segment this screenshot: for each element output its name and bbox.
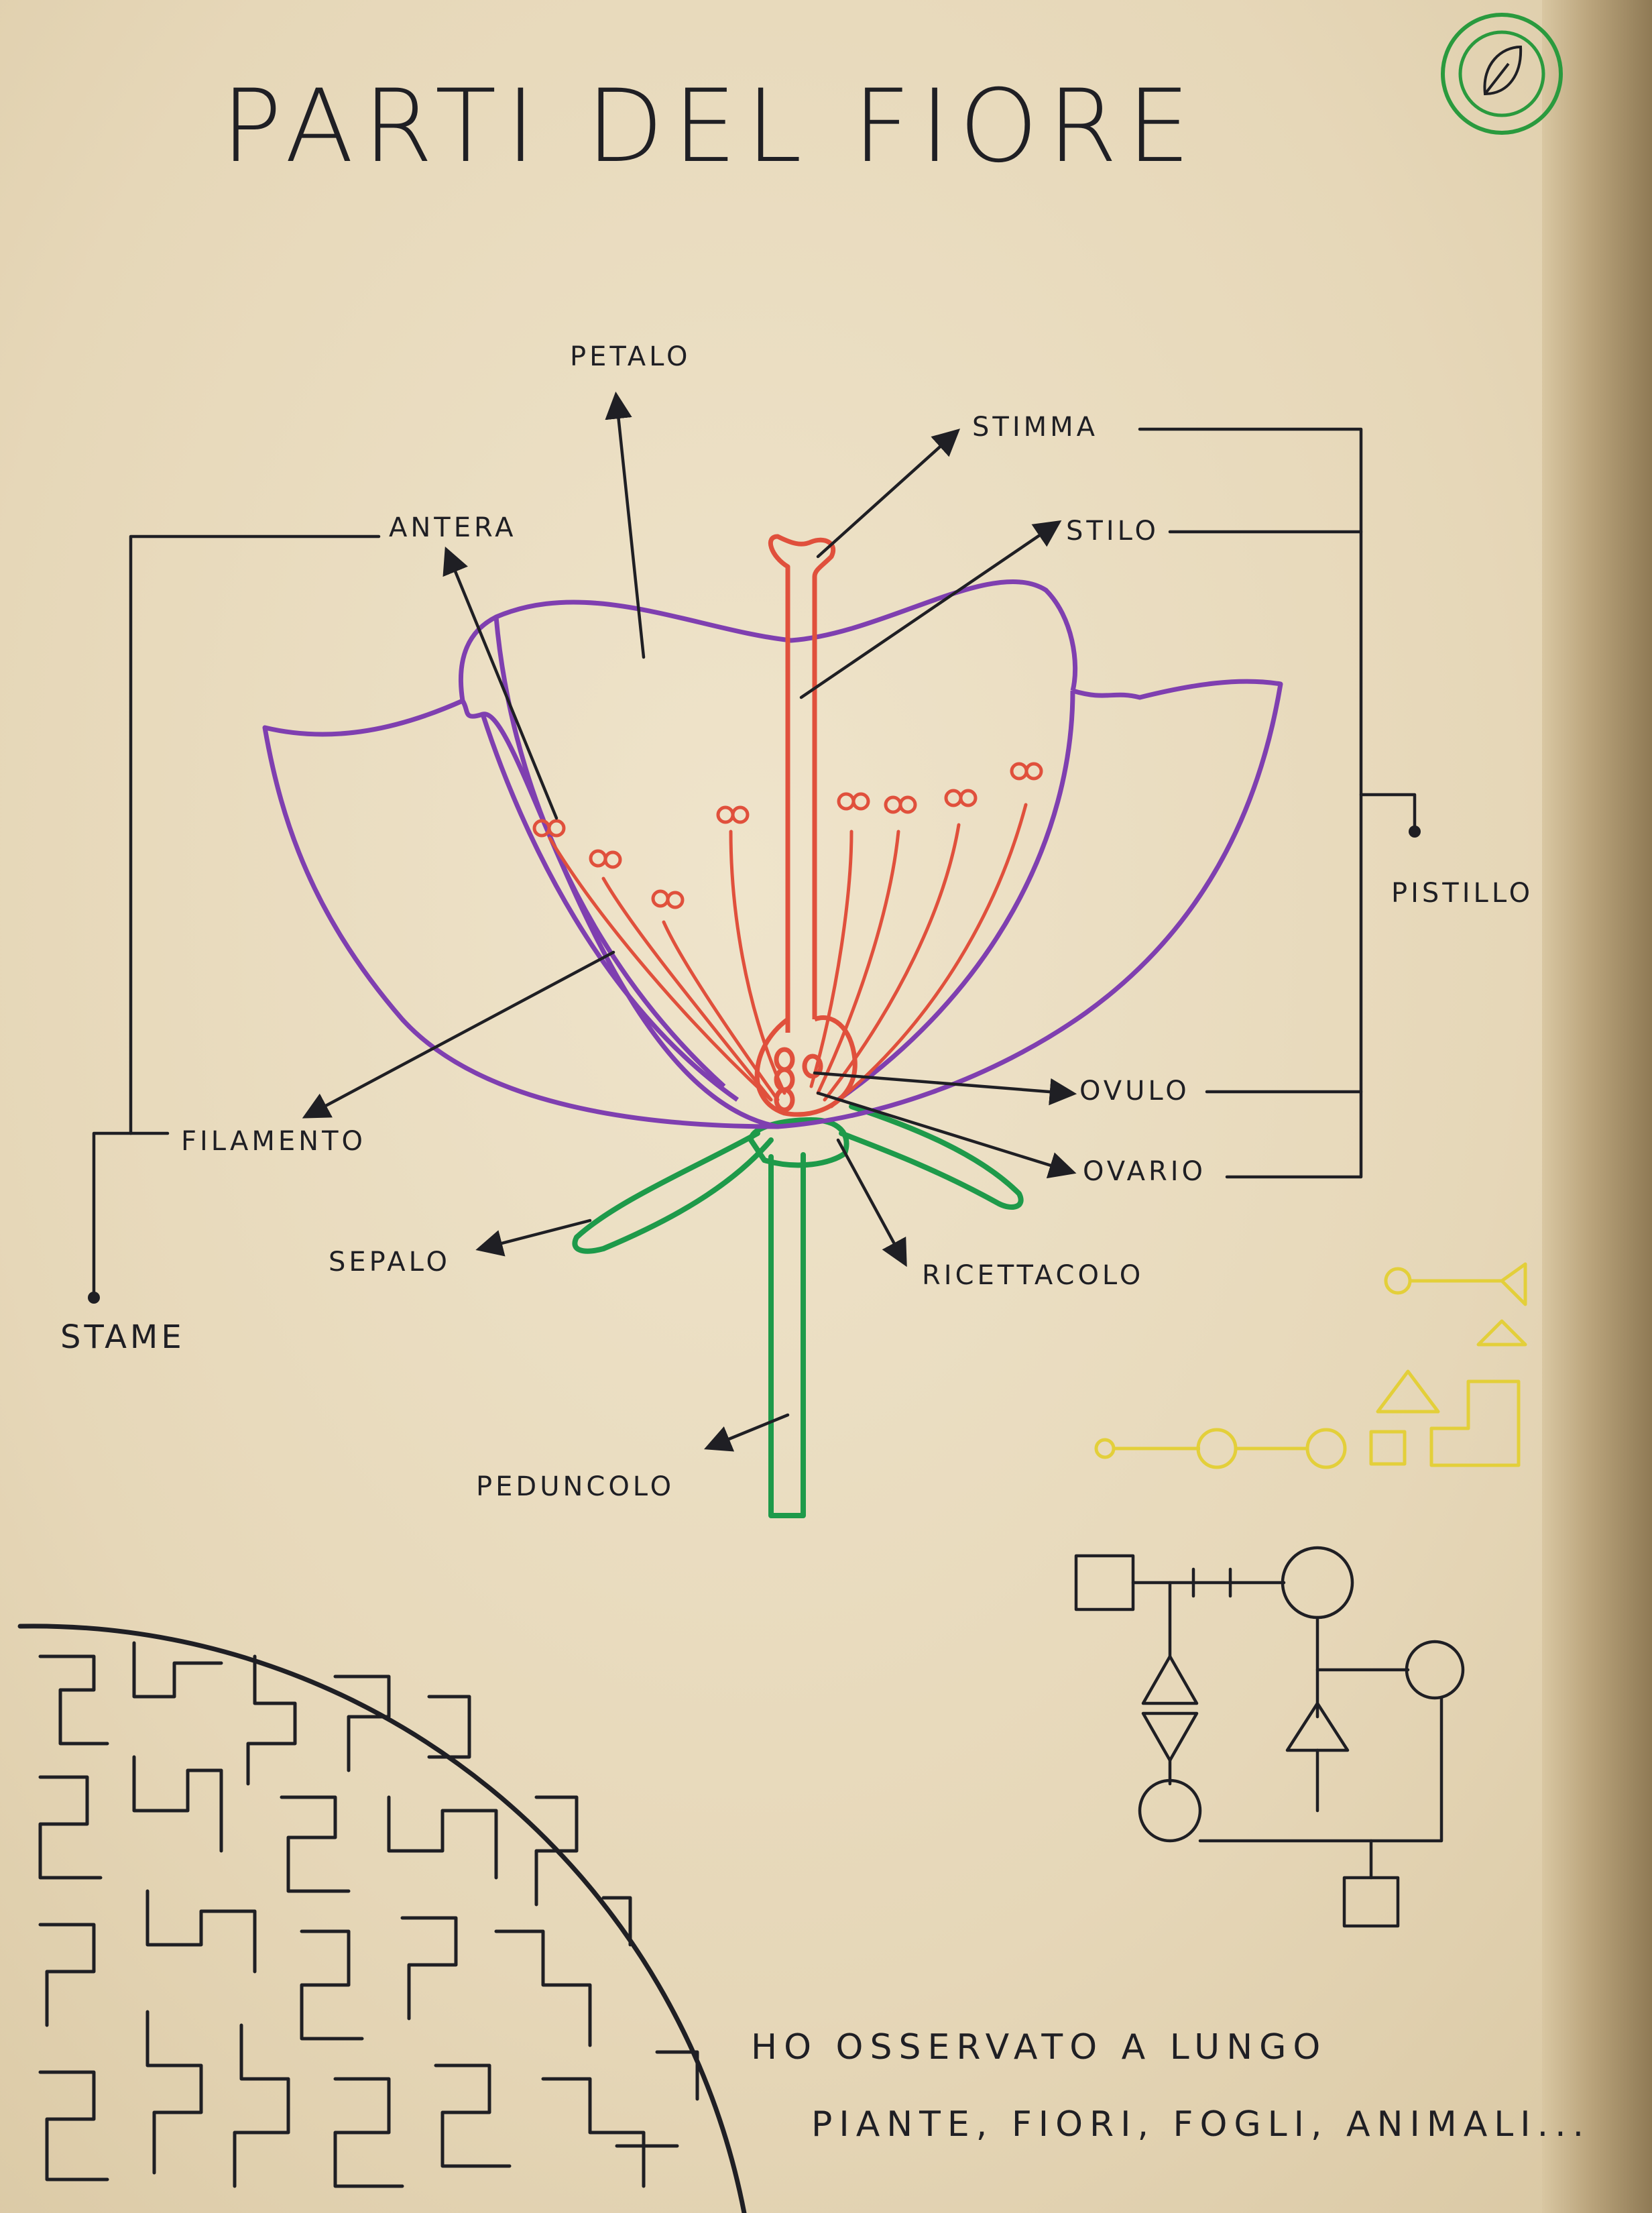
label-ovulo-group: OVULO <box>813 1071 1190 1106</box>
maze-doodle <box>17 1624 747 2213</box>
label-ovulo: OVULO <box>1079 1076 1190 1106</box>
note-line-2: PIANTE, FIORI, FOGLI, ANIMALI... <box>811 2104 1590 2145</box>
label-pistillo: PISTILLO <box>1391 878 1533 909</box>
pistil <box>754 534 858 1117</box>
label-stimma: STIMMA <box>972 412 1098 443</box>
label-ricettacolo: RICETTACOLO <box>922 1260 1144 1291</box>
label-ovario: OVARIO <box>1083 1156 1206 1187</box>
label-filamento-group: FILAMENTO <box>181 950 615 1157</box>
label-sepalo: SEPALO <box>329 1247 451 1278</box>
page-title: PARTI DEL FIORE <box>221 68 1199 185</box>
sepal-and-stem <box>572 1104 1024 1518</box>
leaf-badge-icon <box>1441 13 1563 135</box>
label-ricettacolo-group: RICETTACOLO <box>836 1138 1144 1291</box>
stame-bracket: STAME <box>60 534 381 1356</box>
label-sepalo-group: SEPALO <box>329 1218 592 1278</box>
label-petalo: PETALO <box>570 341 691 372</box>
note-line-1: HO OSSERVATO A LUNGO <box>751 2027 1327 2067</box>
label-antera-group: ANTERA <box>389 512 558 820</box>
stamens <box>532 762 1043 1109</box>
page-edge <box>1542 0 1652 2213</box>
label-filamento: FILAMENTO <box>181 1126 366 1157</box>
pistillo-bracket: PISTILLO <box>1138 427 1533 1179</box>
pedigree-doodle <box>1074 1546 1465 1928</box>
petals <box>262 579 1283 1129</box>
label-peduncolo-group: PEDUNCOLO <box>476 1413 790 1502</box>
label-petalo-group: PETALO <box>570 341 691 659</box>
label-stilo-group: STILO <box>799 516 1159 699</box>
label-stame: STAME <box>60 1318 185 1356</box>
label-stimma-group: STIMMA <box>816 412 1098 559</box>
label-peduncolo: PEDUNCOLO <box>476 1471 674 1502</box>
label-stilo: STILO <box>1066 516 1159 547</box>
label-antera: ANTERA <box>389 512 517 543</box>
label-ovario-group: OVARIO <box>816 1091 1206 1187</box>
yellow-doodle <box>1094 1262 1527 1469</box>
